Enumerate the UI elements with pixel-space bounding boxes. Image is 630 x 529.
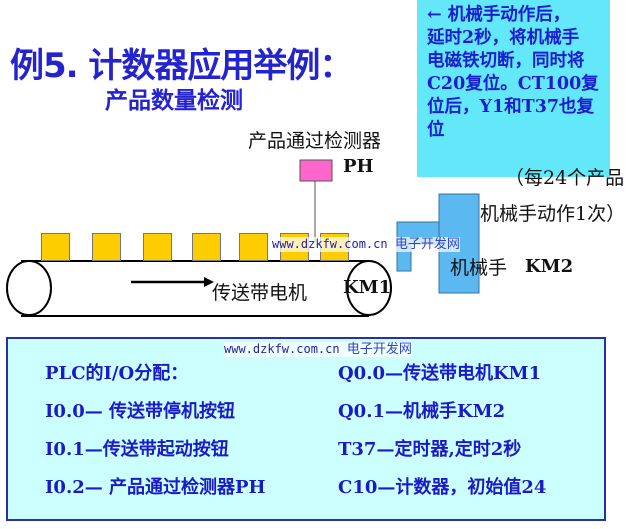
note-line: 位 <box>427 120 445 140</box>
product <box>192 233 221 261</box>
right-roller <box>346 260 392 316</box>
robot-label: 机械手 <box>450 257 508 279</box>
arrow-head <box>204 277 214 287</box>
product <box>41 233 70 261</box>
robot-code: KM2 <box>525 256 574 277</box>
sensor-label: 产品通过检测器 <box>248 130 382 152</box>
sensor-ph <box>299 159 333 182</box>
product <box>143 233 172 261</box>
io-output: T37—定时器,定时2秒 <box>338 439 522 460</box>
io-input: I0.1—传送带起动按钮 <box>45 439 229 460</box>
io-output: C10—计数器，初始值24 <box>338 477 547 498</box>
slide-subtitle: 产品数量检测 <box>105 87 243 114</box>
note-line: 延时2秒，将机械手 <box>427 28 580 48</box>
note-box: ← 机械手动作后， 延时2秒，将机械手 电磁铁切断，同时将 C20复位。CT10… <box>417 0 610 177</box>
io-input: I0.0— 传送带停机按钮 <box>45 401 236 422</box>
io-assignment-box: PLC的I/O分配： I0.0— 传送带停机按钮 I0.1—传送带起动按钮 I0… <box>6 337 606 521</box>
io-output: Q0.1—机械手KM2 <box>338 401 506 422</box>
watermark: www.dzkfw.com.cn 电子开发网 <box>224 342 412 357</box>
watermark-site: 电子开发网 <box>394 237 460 252</box>
io-input: I0.2— 产品通过检测器PH <box>45 477 266 498</box>
conveyor-code: KM1 <box>343 277 392 298</box>
product <box>239 233 268 261</box>
robot-note-line: （每24个产品 <box>505 167 625 189</box>
watermark-url: www.dzkfw.com.cn <box>224 342 340 356</box>
watermark-site: 电子开发网 <box>346 342 412 357</box>
robot-note-line: 机械手动作1次） <box>480 203 626 225</box>
io-heading: PLC的I/O分配： <box>45 363 189 384</box>
watermark-url: www.dzkfw.com.cn <box>272 237 388 251</box>
conveyor-label: 传送带电机 <box>212 282 308 304</box>
watermark: www.dzkfw.com.cn 电子开发网 <box>272 237 460 252</box>
note-line: C20复位。CT100复 <box>427 74 599 94</box>
sensor-code: PH <box>343 156 374 177</box>
io-output: Q0.0—传送带电机KM1 <box>338 363 542 384</box>
left-roller <box>6 260 52 316</box>
slide-title: 例5. 计数器应用举例： <box>10 46 353 86</box>
product <box>92 233 121 261</box>
note-line: 电磁铁切断，同时将 <box>427 51 585 71</box>
note-line: ← 机械手动作后， <box>427 5 571 25</box>
note-line: 位后，Y1和T37也复 <box>427 97 595 117</box>
